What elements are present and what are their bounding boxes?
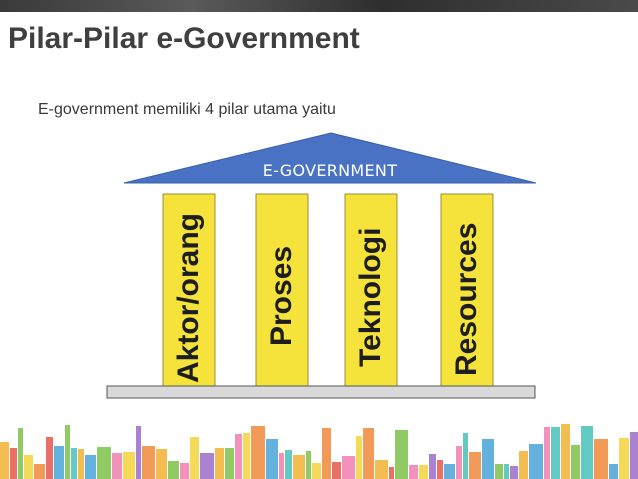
skyline-building (78, 449, 84, 479)
skyline-building (200, 453, 214, 479)
temple-base (106, 385, 536, 399)
skyline-building (469, 452, 481, 479)
skyline-building (312, 463, 321, 479)
skyline-building (251, 426, 265, 479)
skyline-building (0, 442, 9, 479)
skyline-building (332, 462, 341, 479)
skyline-building (504, 464, 509, 479)
skyline-building (419, 465, 428, 479)
skyline-building (609, 464, 618, 479)
skyline-building (279, 453, 284, 479)
slide-subtitle: E-government memiliki 4 pilar utama yait… (38, 101, 336, 118)
skyline-building (482, 439, 494, 479)
skyline-building (293, 455, 305, 479)
skyline-building (34, 464, 45, 479)
skyline-building (389, 467, 394, 479)
skyline-building (456, 446, 462, 479)
skyline-building (529, 444, 543, 479)
skyline-building (266, 439, 278, 479)
skyline-building (285, 450, 292, 479)
skyline-building (71, 448, 77, 479)
skyline-building (594, 439, 608, 479)
skyline-building (356, 436, 362, 479)
pillar-label-aktor: Aktor/orang (172, 212, 205, 383)
roof-shape (123, 132, 537, 184)
skyline-building (112, 453, 122, 479)
skyline-building (495, 464, 503, 479)
skyline-building (235, 434, 242, 479)
skyline-building (363, 428, 374, 479)
top-banner (0, 0, 638, 12)
skyline-building (168, 461, 179, 479)
skyline-building (136, 426, 141, 479)
roof-label: E-GOVERNMENT (262, 161, 398, 180)
pillar-label-teknologi: Teknologi (354, 227, 387, 367)
skyline-building (375, 460, 388, 479)
skyline-decoration (0, 424, 638, 479)
skyline-building (225, 448, 234, 479)
skyline-building (215, 448, 224, 479)
skyline-building (619, 438, 629, 479)
skyline-building (18, 428, 23, 479)
pillar-proses (255, 193, 309, 387)
skyline-building (581, 426, 593, 479)
skyline-building (65, 425, 70, 479)
skyline-building (429, 454, 436, 479)
skyline-building (322, 428, 331, 479)
skyline-building (97, 447, 111, 479)
pillar-label-resources: Resources (450, 222, 483, 376)
skyline-building (630, 432, 638, 479)
page-title: Pilar-Pilar e-Government (8, 22, 360, 55)
skyline-building (561, 424, 570, 479)
skyline-building (243, 433, 250, 479)
skyline-building (342, 456, 355, 479)
skyline-building (142, 446, 155, 479)
skyline-building (463, 433, 468, 479)
skyline-building (306, 451, 311, 479)
skyline-building (409, 465, 418, 479)
skyline-building (519, 451, 528, 479)
skyline-building (544, 427, 550, 479)
skyline-building (10, 448, 17, 479)
skyline-building (46, 437, 53, 479)
skyline-building (190, 437, 199, 479)
skyline-building (510, 466, 518, 479)
pillar-teknologi (344, 193, 398, 387)
skyline-building (444, 464, 455, 479)
skyline-building (24, 455, 33, 479)
skyline-building (180, 463, 189, 479)
skyline-building (551, 427, 560, 479)
skyline-building (156, 449, 167, 479)
skyline-building (85, 455, 96, 479)
skyline-building (437, 460, 443, 479)
pillar-resources (440, 193, 494, 387)
pillar-label-proses: Proses (265, 245, 298, 346)
skyline-building (571, 445, 580, 479)
skyline-building (395, 430, 408, 479)
skyline-building (123, 452, 135, 479)
skyline-building (54, 446, 64, 479)
